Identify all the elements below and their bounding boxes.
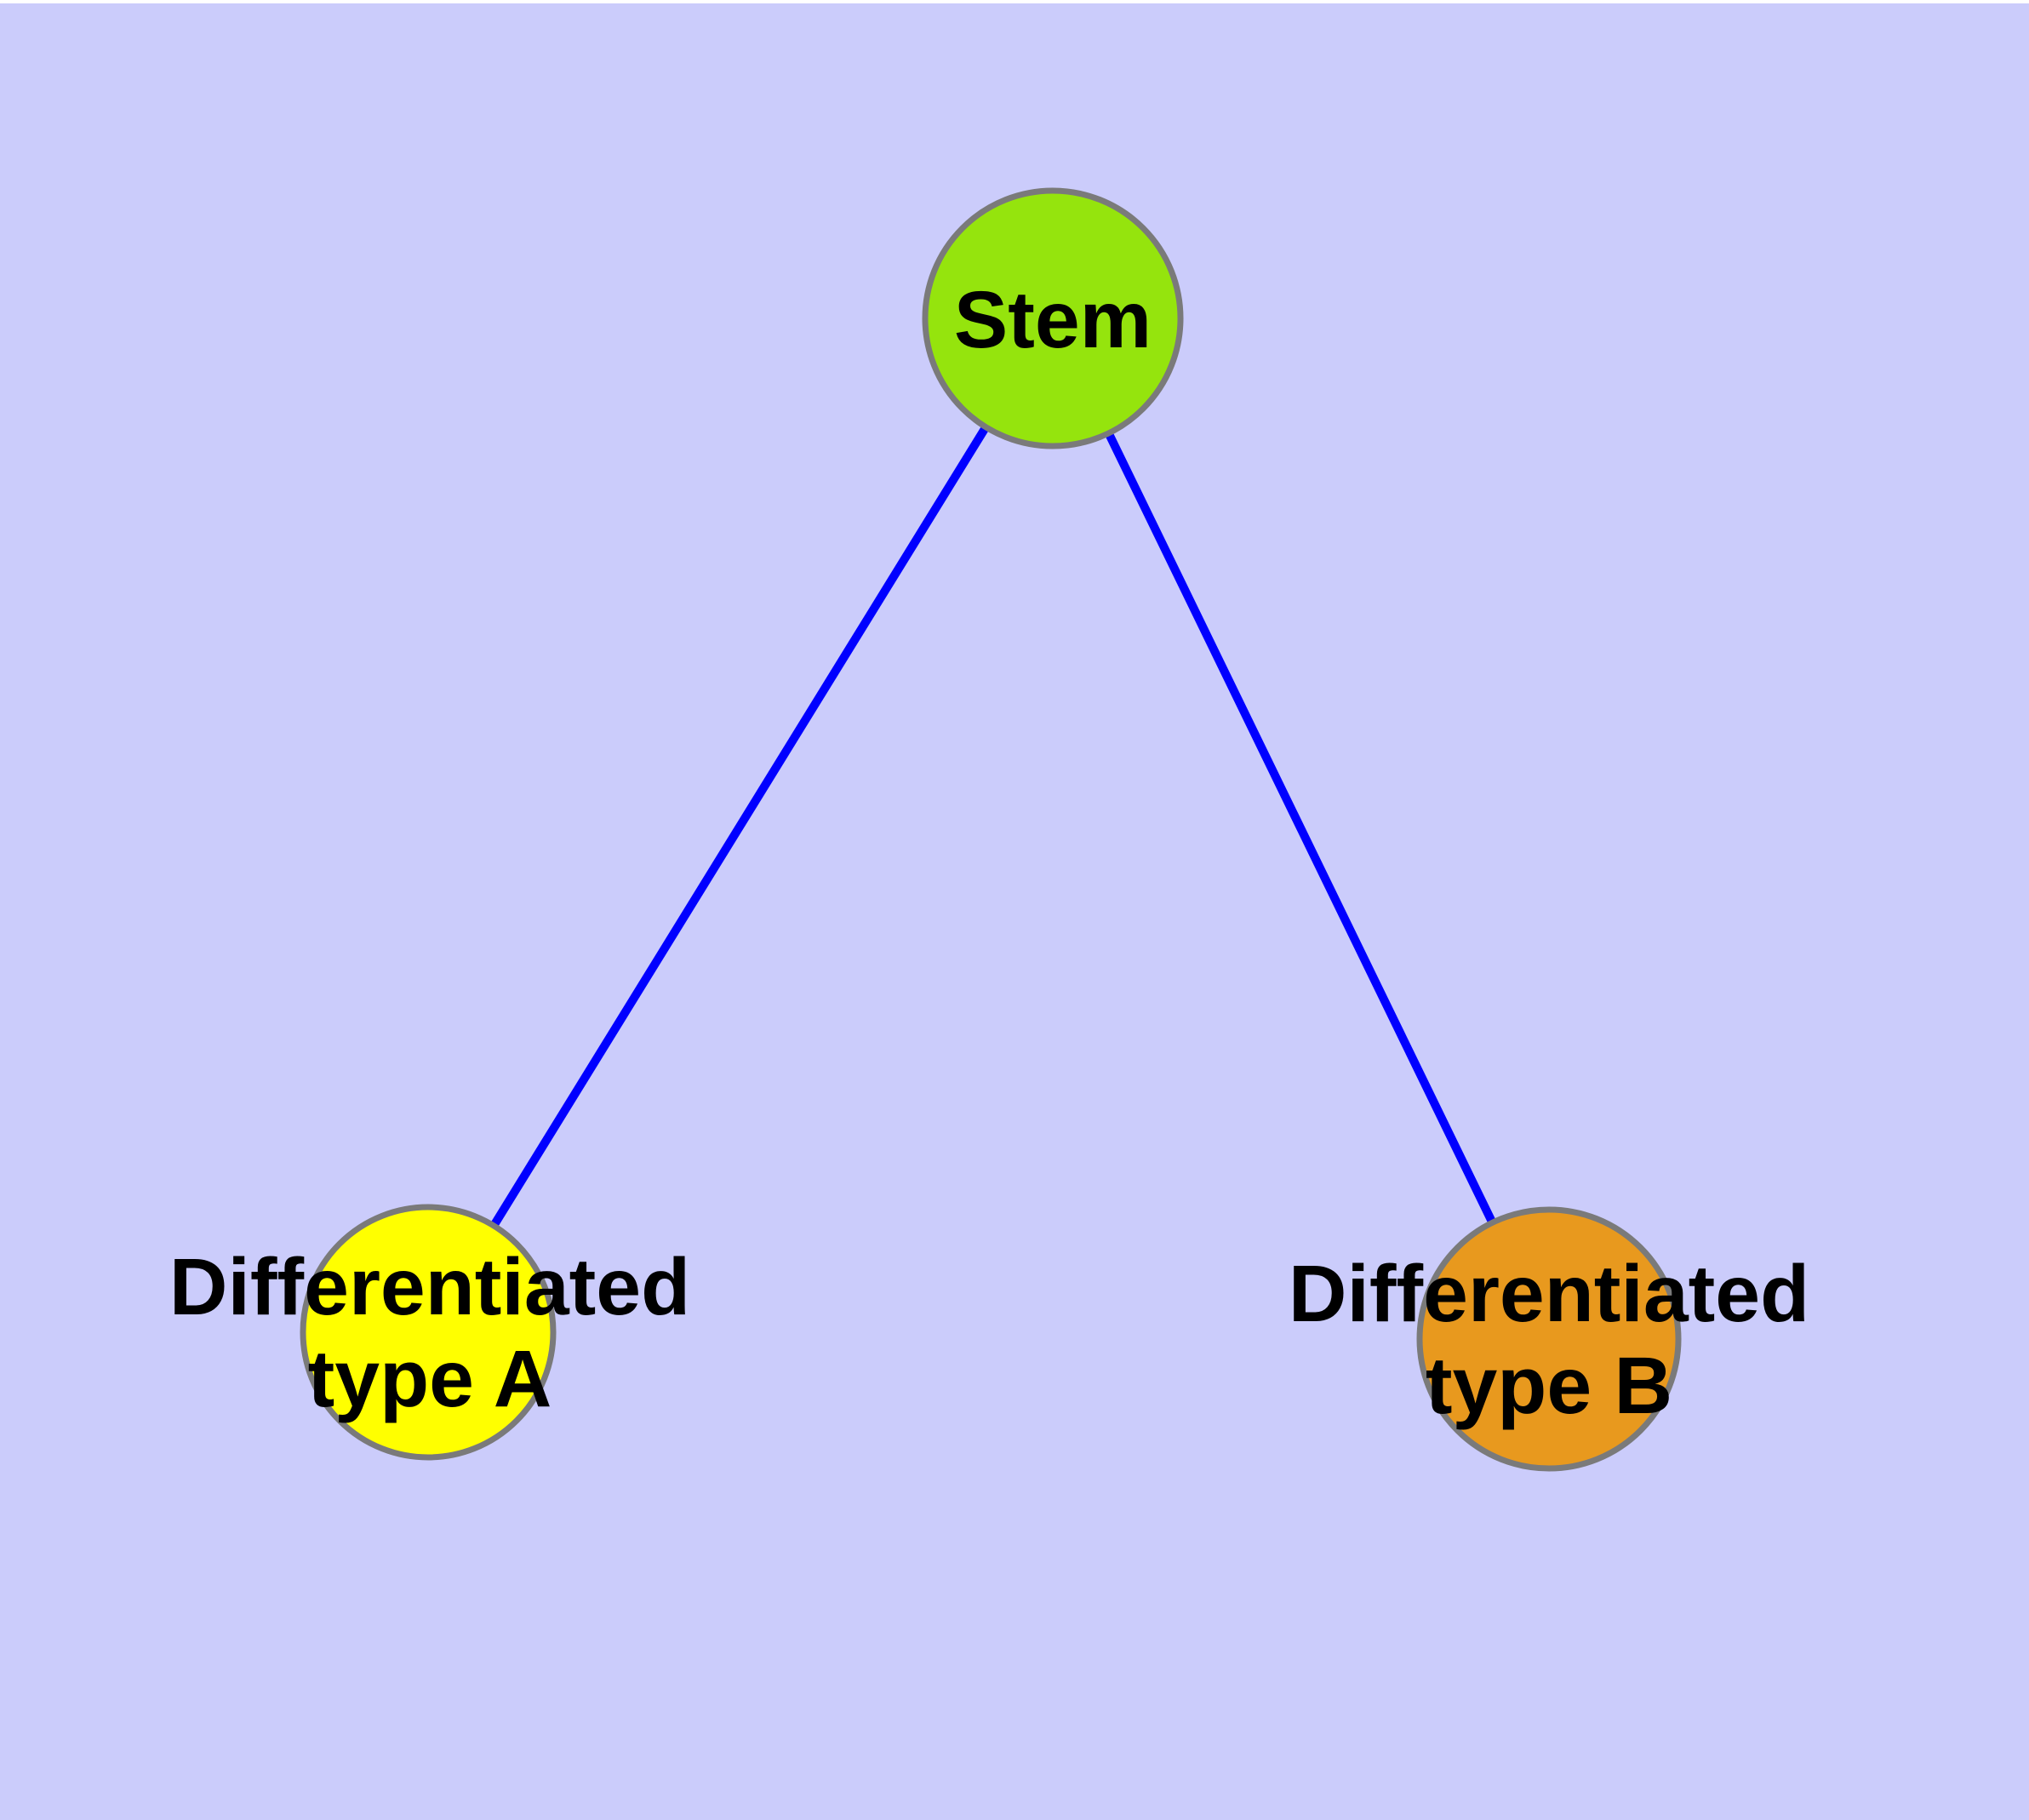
edge-stem-to-type-a [424,316,1057,1335]
stem-node-circle [922,187,1184,449]
type-a-node-circle [300,1204,557,1461]
edge-stem-to-type-b [1049,316,1553,1342]
type-b-node-circle [1416,1206,1682,1472]
